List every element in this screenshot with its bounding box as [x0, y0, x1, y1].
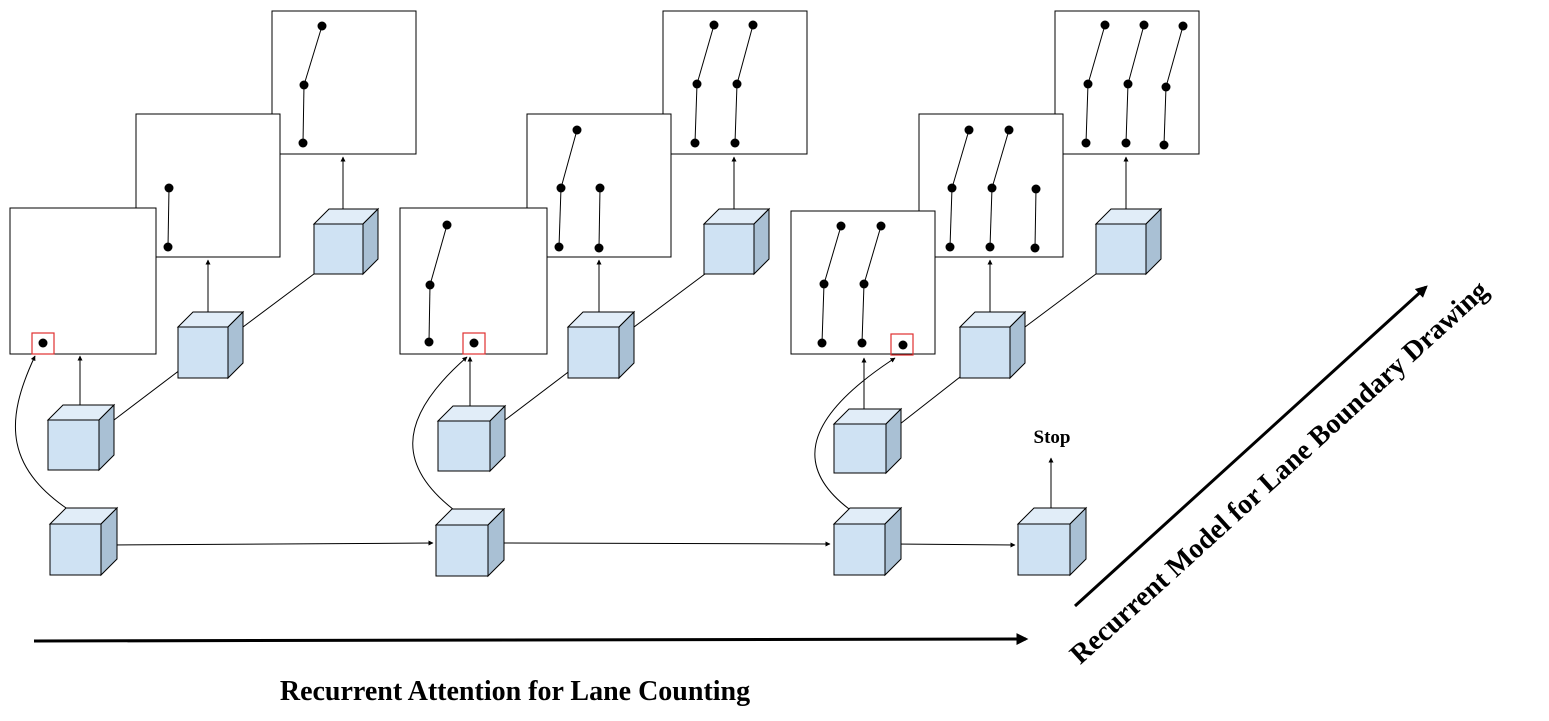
diagonal-axis-label: Recurrent Model for Lane Boundary Drawin… — [1064, 275, 1494, 670]
cube-13 — [1016, 506, 1088, 577]
attention-arrow — [814, 357, 896, 519]
x-axis-arrow — [33, 633, 1029, 646]
cube-9 — [1094, 207, 1163, 276]
cube-2 — [176, 310, 245, 380]
x-axis-label: Recurrent Attention for Lane Counting — [280, 676, 750, 707]
attention-box — [462, 332, 486, 355]
diagonal-axis-arrow — [1073, 285, 1428, 608]
attention-box — [890, 333, 914, 356]
connector-arrows — [14, 156, 1129, 548]
attention-arrow — [14, 355, 81, 518]
frame-g2-t1 — [399, 207, 548, 355]
cube-4 — [436, 404, 507, 473]
frame-g3-t3 — [1054, 10, 1200, 155]
stop-label: Stop — [1034, 427, 1071, 448]
frame-g2-t2 — [526, 113, 672, 258]
frame-g3-t1 — [790, 210, 936, 356]
frame-g1-t3 — [271, 10, 417, 155]
frame-g3-t2 — [918, 113, 1064, 258]
frame-g2-t3 — [662, 10, 808, 155]
cube-11 — [434, 507, 506, 578]
cube-7 — [832, 407, 903, 475]
cube-6 — [702, 207, 771, 276]
attention-box — [31, 332, 55, 355]
cubes-layer — [46, 207, 1163, 578]
frame-g1-t1 — [9, 207, 157, 355]
cube-12 — [832, 506, 903, 577]
cube-8 — [958, 310, 1027, 380]
cube-5 — [566, 310, 636, 380]
cube-10 — [48, 506, 119, 577]
frame-g1-t2 — [135, 113, 281, 258]
cube-1 — [46, 403, 116, 472]
attention-arrow — [412, 356, 468, 519]
cube-3 — [312, 207, 380, 276]
